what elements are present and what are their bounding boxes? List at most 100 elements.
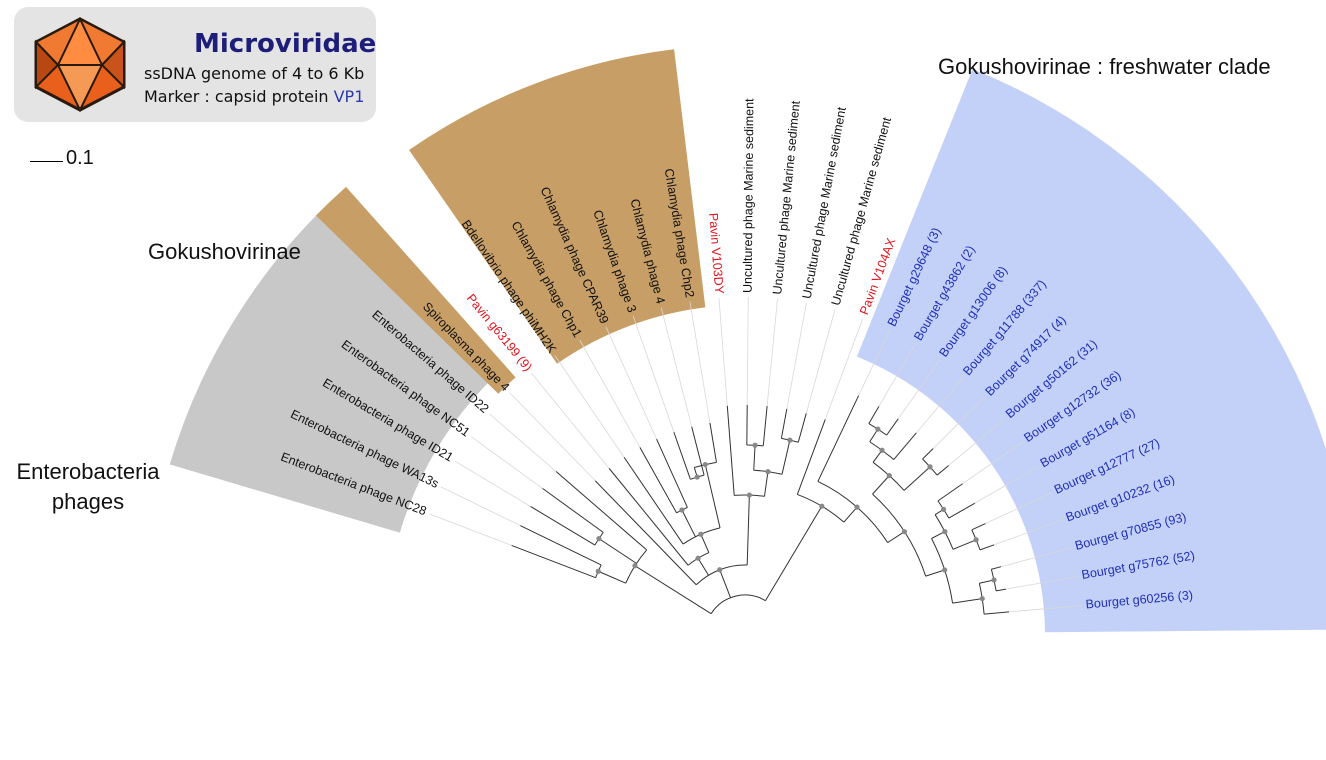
tree-branch	[520, 525, 602, 566]
tree-branch	[700, 534, 710, 553]
scale-bar	[30, 161, 63, 162]
bootstrap-node-dot	[595, 568, 601, 574]
bootstrap-node-dot	[875, 426, 881, 432]
tree-branch	[780, 408, 788, 439]
leaf-guide-line	[632, 315, 675, 433]
leaf-guide-line	[454, 460, 531, 507]
tree-branch	[598, 570, 626, 584]
bootstrap-node-dot	[746, 492, 752, 498]
legend-title: Microviridae	[194, 29, 377, 59]
bootstrap-node-dot	[679, 507, 685, 513]
leaf-guide-line	[660, 307, 693, 427]
tree-branch	[971, 523, 986, 531]
leaf-guide-line	[962, 441, 1023, 485]
leaf-guide-line	[440, 486, 521, 526]
bootstrap-node-dot	[901, 529, 908, 535]
tree-branch	[634, 565, 712, 615]
leaf-guide-line	[858, 329, 891, 396]
leaf-guide-line	[994, 519, 1063, 546]
group-label-freshwater-clade: Gokushovirinae : freshwater clade	[938, 54, 1271, 79]
tree-branch	[868, 406, 880, 424]
bootstrap-node-dot	[991, 577, 997, 583]
tree-branch	[656, 438, 688, 508]
bootstrap-node-dot	[596, 536, 602, 542]
leaf-guide-line	[766, 298, 778, 407]
tree-branch	[887, 531, 905, 543]
bootstrap-node-dot	[632, 563, 638, 569]
tree-branch	[903, 466, 931, 491]
bootstrap-node-dot	[717, 567, 723, 573]
tree-branch	[726, 405, 735, 496]
bootstrap-node-dot	[854, 504, 860, 510]
legend-marker-prefix: Marker : capsid protein	[144, 87, 334, 106]
leaf-guide-line	[824, 318, 864, 420]
tree-branch	[511, 544, 596, 579]
leaf-guide-line	[1008, 605, 1082, 613]
tree-branch	[796, 419, 826, 495]
bootstrap-node-dot	[927, 464, 933, 470]
leaf-guide-line	[689, 301, 711, 423]
leaf-guide-line	[1005, 576, 1078, 590]
tree-branch	[530, 506, 596, 546]
tree-branch	[781, 439, 791, 475]
tree-branch	[691, 426, 705, 476]
scale-label: 0.1	[66, 147, 94, 169]
leaf-guide-line	[1000, 547, 1072, 568]
leaf-guide-line	[746, 297, 749, 406]
freshwater-band	[856, 69, 1326, 633]
legend-marker-highlight: VP1	[333, 87, 365, 106]
tree-branch	[719, 569, 732, 598]
tree-branch	[797, 413, 807, 443]
tree-branch	[704, 464, 721, 528]
tree-arc	[710, 594, 766, 614]
tree-branch	[765, 505, 823, 601]
group-label-gokushovirinae: Gokushovirinae	[148, 239, 301, 264]
tree-branch	[925, 569, 945, 577]
leaf-guide-line	[974, 466, 1039, 504]
bootstrap-node-dot	[886, 473, 892, 479]
tree-branch	[709, 422, 717, 463]
leaf-guide-line	[509, 392, 596, 482]
tree-branch	[753, 445, 756, 471]
leaf-label: Pavin V103DY	[706, 212, 726, 295]
tree-branch	[555, 471, 648, 551]
leaf-guide-line	[932, 396, 986, 449]
tree-branch	[996, 588, 1007, 592]
leaf-guide-line	[489, 413, 557, 472]
bootstrap-node-dot	[940, 506, 947, 512]
tree-branch	[542, 487, 604, 533]
leaf-guide-line	[605, 326, 657, 440]
leaf-guide-line	[878, 343, 917, 407]
bootstrap-node-dot	[702, 461, 708, 468]
bootstrap-node-dot	[973, 537, 979, 543]
tree-branch	[817, 395, 860, 482]
bootstrap-node-dot	[819, 503, 825, 509]
bootstrap-node-dot	[879, 447, 885, 453]
bootstrap-node-dot	[694, 474, 700, 480]
tree-branch	[623, 456, 684, 545]
leaf-label: Uncultured phage Marine sediment	[741, 98, 757, 293]
leaf-guide-line	[554, 355, 625, 458]
tree-branch	[681, 509, 696, 538]
legend-marker-text: Marker : capsid protein VP1	[144, 87, 364, 106]
leaf-guide-line	[805, 309, 836, 414]
tree-branch	[598, 538, 637, 564]
tree-branch	[843, 506, 858, 523]
group-label-enterobacteria-line2: phages	[51, 489, 125, 514]
bootstrap-node-dot	[979, 595, 985, 602]
group-label-enterobacteria-line1: Enterobacteria	[16, 459, 160, 484]
leaf-guide-line	[786, 302, 807, 409]
tree-branch	[886, 418, 899, 436]
legend-genome-text: ssDNA genome of 4 to 6 Kb	[144, 64, 365, 83]
tree-branch	[746, 495, 750, 566]
tree-branch	[948, 502, 976, 519]
bootstrap-node-dot	[942, 567, 948, 573]
bootstrap-node-dot	[942, 529, 948, 535]
tree-branch	[639, 447, 678, 514]
bootstrap-node-dot	[787, 437, 793, 443]
chlamydia-band	[409, 49, 706, 364]
spiroplasma-band	[315, 186, 516, 394]
tree-branch	[991, 566, 1002, 570]
leaf-guide-line	[429, 513, 512, 546]
